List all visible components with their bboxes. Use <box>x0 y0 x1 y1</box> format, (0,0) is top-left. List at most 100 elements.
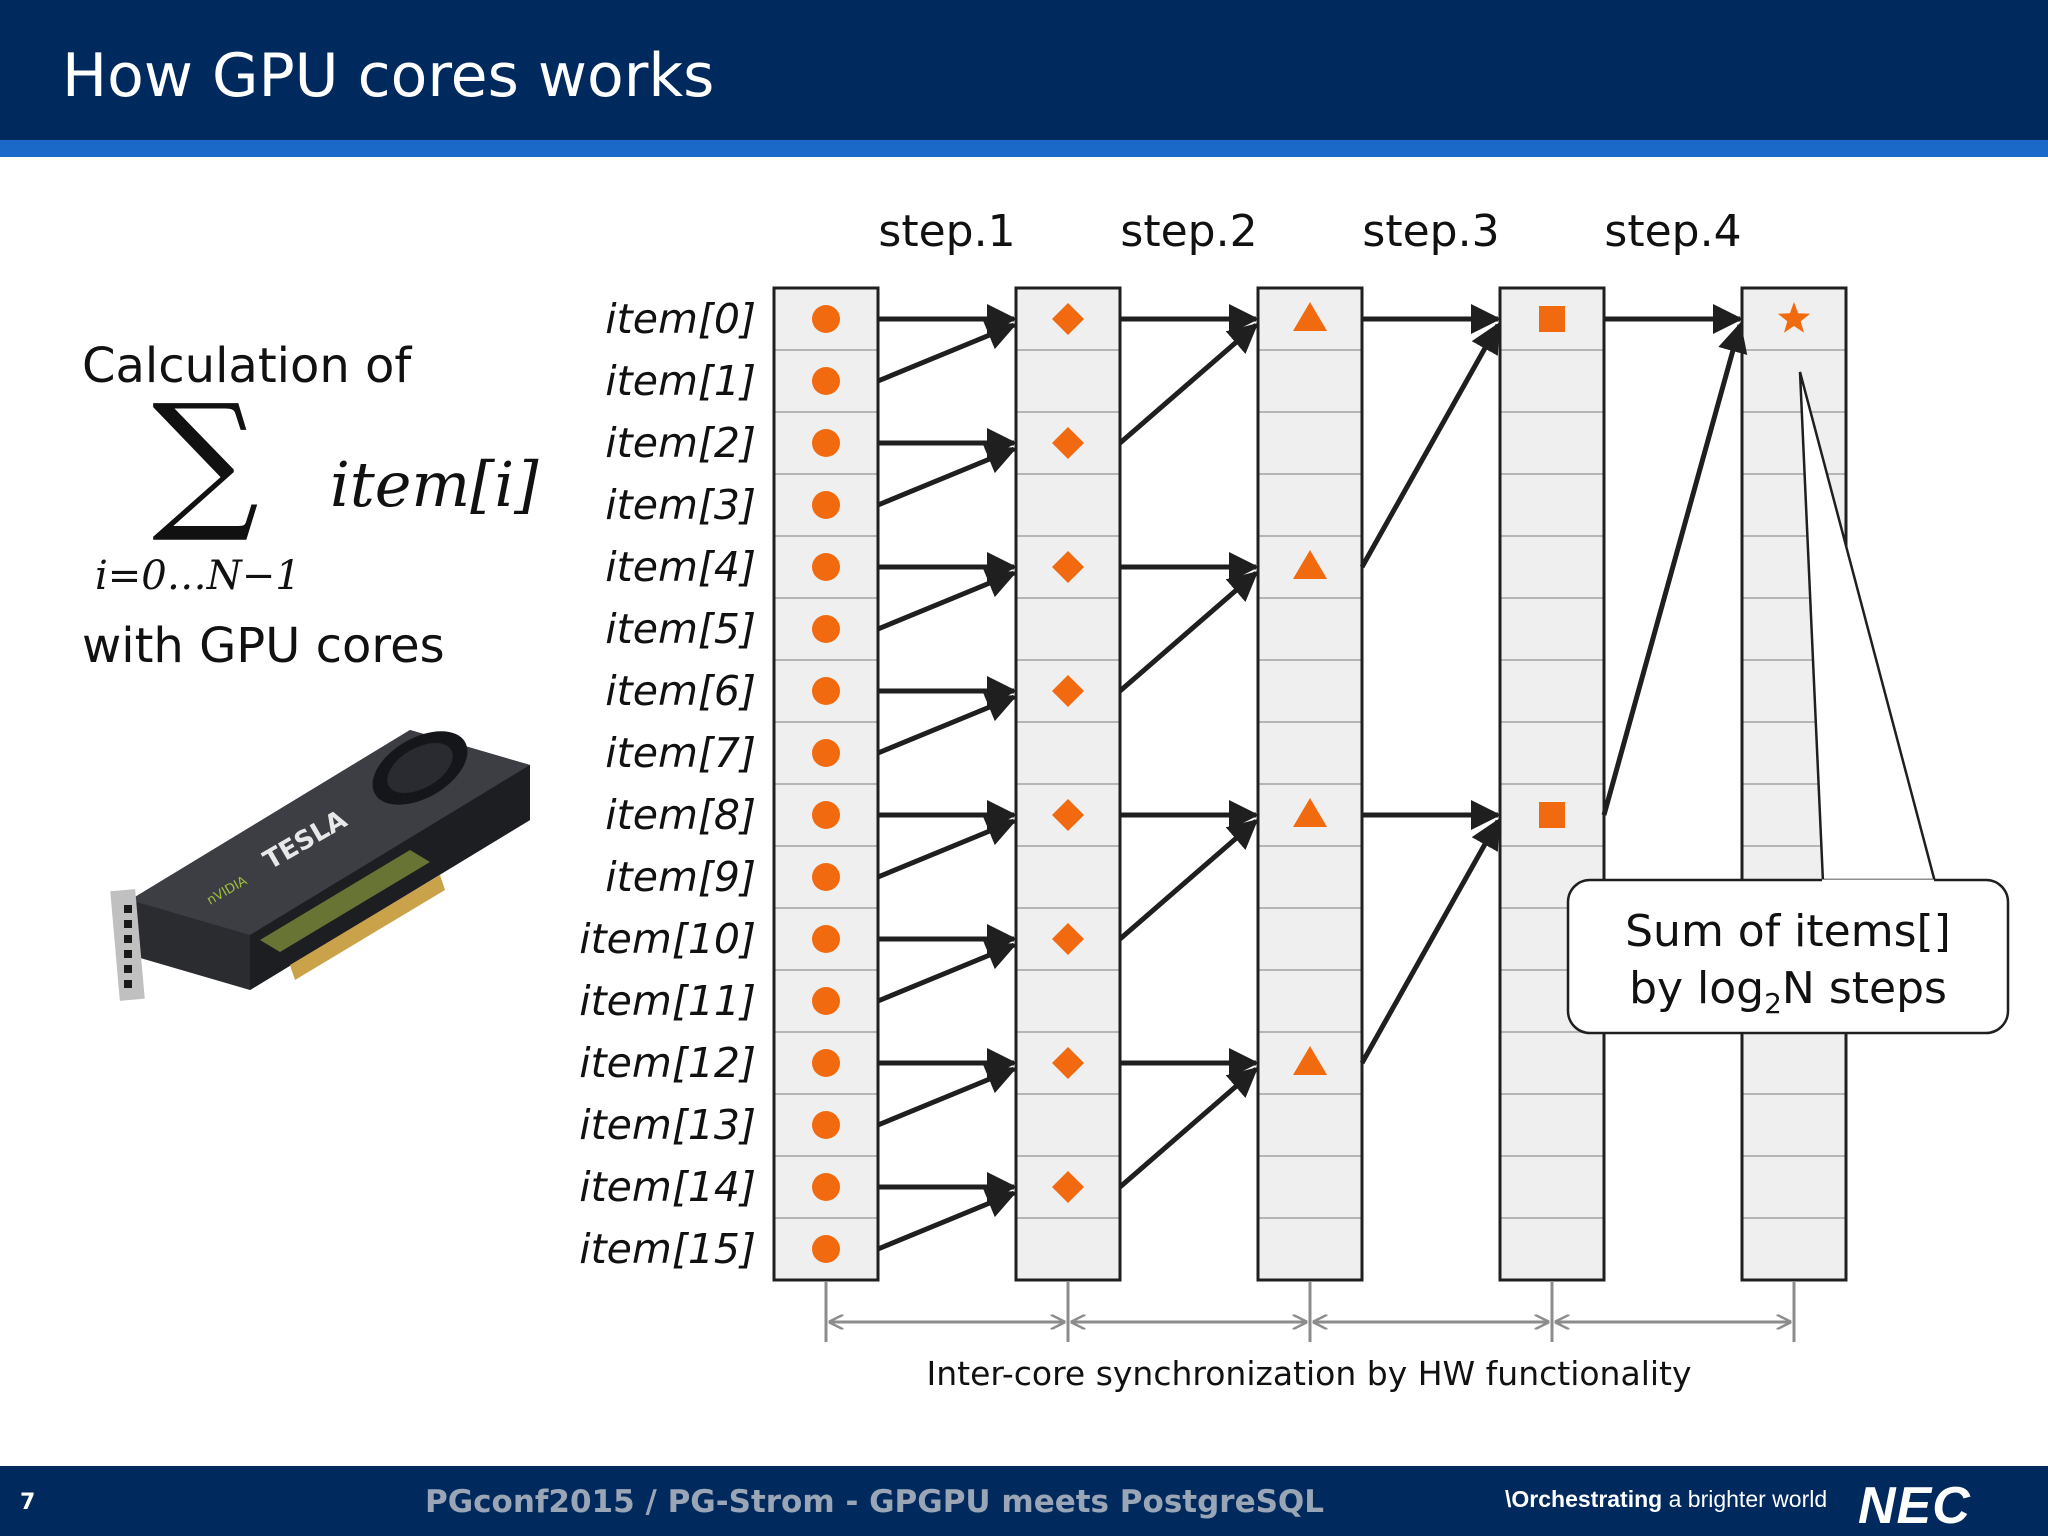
cell <box>1257 907 1363 971</box>
sum-term: item[i] <box>330 448 539 521</box>
triangle-icon <box>1293 1046 1327 1075</box>
cell <box>1015 349 1121 413</box>
circle-icon <box>812 801 840 829</box>
cell <box>1499 349 1605 413</box>
cell <box>1741 1217 1847 1281</box>
cell <box>1741 349 1847 413</box>
item-label: item[1] <box>605 357 756 405</box>
item-label: item[15] <box>579 1225 756 1273</box>
data-flow-arrow <box>877 817 1017 880</box>
cell <box>1015 1217 1121 1281</box>
circle-icon <box>812 677 840 705</box>
diamond-icon <box>1052 1047 1084 1079</box>
data-flow-arrow <box>1359 322 1501 569</box>
cell <box>1499 597 1605 661</box>
item-label: item[6] <box>605 667 756 715</box>
cell <box>1015 721 1121 785</box>
diamond-icon <box>1052 1171 1084 1203</box>
circle-icon <box>812 305 840 333</box>
calculation-subheading: with GPU cores <box>82 618 445 674</box>
sigma-icon: ∑ <box>152 373 260 547</box>
circle-icon <box>812 1049 840 1077</box>
column-border <box>1014 286 1122 1282</box>
step-label: step.1 <box>878 206 1015 257</box>
data-flow-arrow <box>877 445 1017 508</box>
sync-label: Inter-core synchronization by HW functio… <box>926 1354 1691 1393</box>
step-label: step.4 <box>1604 206 1741 257</box>
data-flow-arrow <box>877 693 1017 756</box>
circle-icon <box>812 739 840 767</box>
item-label: item[13] <box>579 1101 756 1149</box>
diamond-icon <box>1052 551 1084 583</box>
circle-icon <box>812 367 840 395</box>
diamond-icon <box>1052 675 1084 707</box>
cell <box>1741 1155 1847 1219</box>
callout-line-1: Sum of items[] <box>1625 906 1951 957</box>
diamond-icon <box>1052 303 1084 335</box>
cell <box>1499 1155 1605 1219</box>
page-number: 7 <box>20 1490 36 1515</box>
cell <box>1015 969 1121 1033</box>
cell <box>1257 1217 1363 1281</box>
cell <box>1257 1093 1363 1157</box>
item-label: item[12] <box>579 1039 756 1087</box>
title-bar <box>0 0 2048 140</box>
item-label: item[3] <box>605 481 756 529</box>
callout-line-2-sub: 2 <box>1764 987 1782 1020</box>
cell <box>773 473 879 537</box>
data-flow-arrow <box>877 1189 1017 1252</box>
cell <box>1015 1093 1121 1157</box>
callout-line-2: by log2N steps <box>1629 963 1947 1020</box>
cell <box>1741 411 1847 475</box>
circle-icon <box>812 429 840 457</box>
cell <box>1257 1155 1363 1219</box>
data-flow-arrow <box>877 941 1017 1004</box>
tagline-rest: a brighter world <box>1662 1486 1828 1512</box>
data-flow-arrow <box>877 321 1017 384</box>
sum-callout: Sum of items[] by log2N steps <box>1566 371 2010 1035</box>
circle-icon <box>812 491 840 519</box>
column-border <box>772 286 880 1282</box>
item-label: item[11] <box>579 977 756 1025</box>
cell <box>1499 473 1605 537</box>
cell <box>1015 845 1121 909</box>
cell <box>1499 1217 1605 1281</box>
cell <box>1257 659 1363 723</box>
calculation-heading: Calculation of <box>82 338 412 394</box>
tagline: \Orchestrating a brighter world <box>1505 1486 1827 1513</box>
circle-icon <box>812 1235 840 1263</box>
title-accent-band <box>0 140 2048 157</box>
cell <box>1499 535 1605 599</box>
circle-icon <box>812 987 840 1015</box>
circle-icon <box>812 1173 840 1201</box>
cell <box>1499 411 1605 475</box>
triangle-icon <box>1293 798 1327 827</box>
cell <box>1257 349 1363 413</box>
circle-icon <box>812 1111 840 1139</box>
diamond-icon <box>1052 799 1084 831</box>
item-label: item[0] <box>605 295 756 343</box>
footer-bar <box>0 1466 2048 1536</box>
cell <box>1741 1093 1847 1157</box>
tagline-bold: \Orchestrating <box>1505 1486 1663 1512</box>
circle-icon <box>812 553 840 581</box>
item-label: item[8] <box>605 791 756 839</box>
item-label: item[10] <box>579 915 756 963</box>
item-label: item[14] <box>579 1163 756 1211</box>
cell <box>1015 597 1121 661</box>
data-flow-arrow <box>877 1065 1017 1128</box>
square-icon <box>1539 802 1565 828</box>
cell <box>1257 721 1363 785</box>
diamond-icon <box>1052 427 1084 459</box>
cell <box>1499 1093 1605 1157</box>
step-label: step.2 <box>1120 206 1257 257</box>
star-icon <box>1777 302 1811 333</box>
step-label: step.3 <box>1362 206 1499 257</box>
data-flow-arrow <box>1118 323 1259 445</box>
cell <box>1499 1031 1605 1095</box>
cell <box>1257 845 1363 909</box>
item-label: item[7] <box>605 729 756 777</box>
slide-title: How GPU cores works <box>62 41 715 111</box>
cell <box>1499 659 1605 723</box>
callout-line-2-prefix: by log <box>1629 963 1764 1014</box>
